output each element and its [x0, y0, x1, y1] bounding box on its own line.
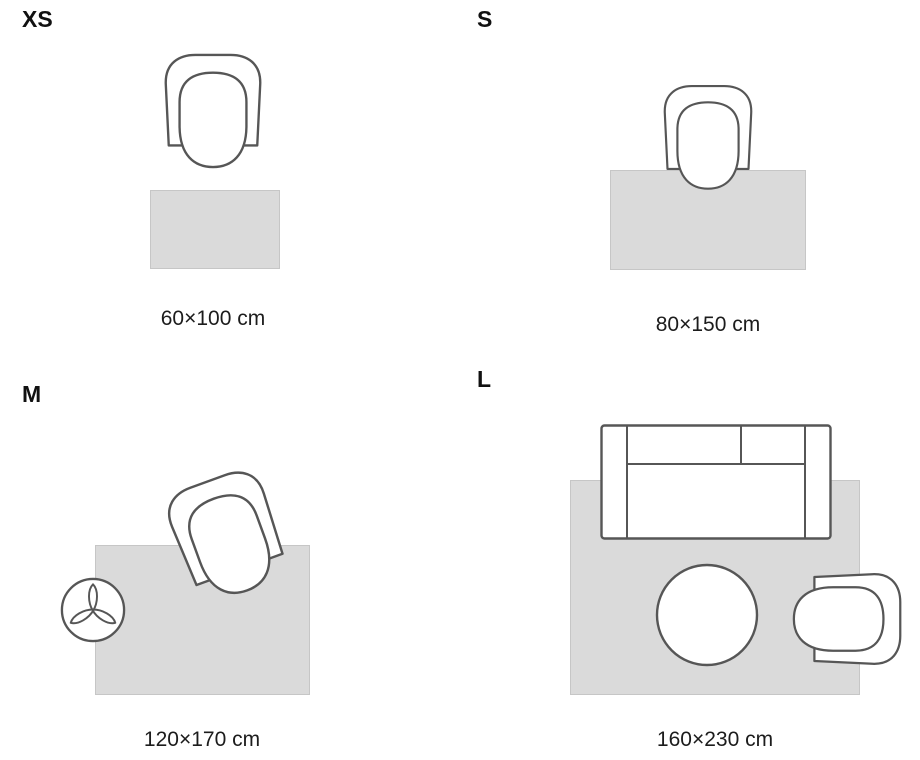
- rug-dimensions-s: 80×150 cm: [655, 313, 761, 336]
- sofa-top-view-icon: [600, 424, 832, 540]
- armchair-top-view-icon: [663, 85, 753, 190]
- rug-dimensions-l: 160×230 cm: [656, 728, 774, 751]
- potted-plant-top-view-icon: [60, 577, 126, 643]
- armchair-top-view-icon: [792, 573, 902, 665]
- size-label-xs: XS: [22, 6, 53, 32]
- size-label-s: S: [477, 6, 493, 32]
- rug-dimensions-xs: 60×100 cm: [160, 307, 266, 330]
- size-label-m: M: [22, 381, 42, 407]
- rug-xs: [150, 190, 280, 269]
- rug-dimensions-m: 120×170 cm: [143, 728, 261, 751]
- coffee-table-top-view-icon: [655, 563, 759, 667]
- size-label-l: L: [477, 366, 492, 392]
- armchair-top-view-icon: [164, 53, 262, 169]
